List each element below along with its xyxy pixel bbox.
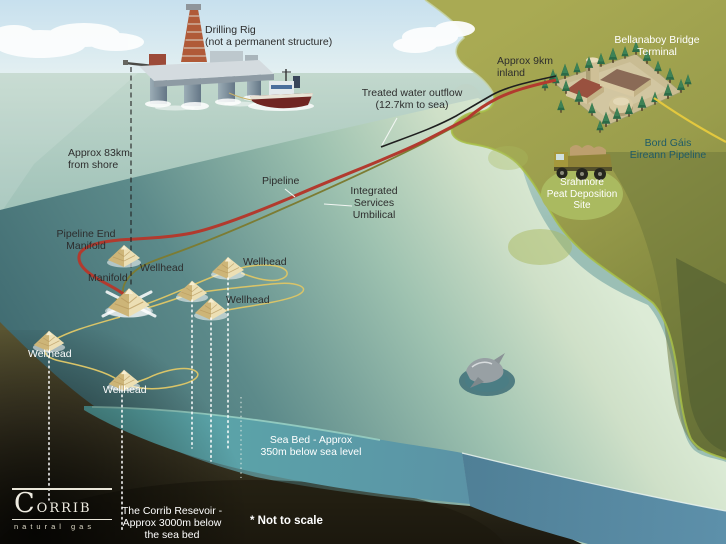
drilling-rig-label-line1: Drilling Rig [205,24,256,36]
pem-line2: Manifold [66,240,106,253]
pipeline-line [77,78,557,299]
derrick-tower [181,9,207,62]
wellhead-label-4: Wellhead [28,348,72,360]
seabed-horizon-line [461,452,726,512]
treated-water-line1: Treated water outflow [361,87,463,99]
umbilical-line2: Services [353,197,395,210]
wellhead-label-3-text: Wellhead [226,294,270,306]
dolphin [459,353,515,396]
manifold-label-text: Manifold [88,272,128,284]
supply-boat [228,69,314,111]
peat-site-label: Srahmore Peat Deposition Site [547,177,618,212]
terminal-label-line1: Bellanaboy Bridge [614,34,700,46]
logo-rule-bottom [12,519,112,520]
sea-bed-label: Sea Bed - Approx 350m below sea level [261,434,362,458]
distance-from-shore-label: Approx 83km from shore [68,147,130,171]
manifold-label: Manifold [88,272,128,284]
clouds-right [393,21,475,53]
wellhead-label-3: Wellhead [226,294,270,306]
reservoir-label: The Corrib Resevoir - Approx 3000m below… [122,505,222,541]
logo-tagline: natural gas [14,522,96,531]
sea-bed-line1: Sea Bed - Approx [269,434,353,446]
drilling-rig-label: Drilling Rig (not a permanent structure) [205,24,332,48]
inland-distance-label: Approx 9km inland [497,55,553,79]
drilling-rig-label-line2: (not a permanent structure) [205,36,333,49]
logo-rule-top [12,488,112,490]
bord-gais-line2: Eireann Pipeline [629,149,707,162]
terminal-building-long [600,69,651,91]
drilling-rig [139,4,274,111]
well-bore-dotted-lines [48,277,229,533]
dump-truck-icon [554,145,612,180]
terminal-building-red-roof [566,78,604,98]
corrib-logo: Corrib natural gas [12,488,112,531]
land-mass [425,0,726,459]
reservoir-line1: The Corrib Resevoir - [121,505,223,517]
crane-tip [123,60,128,65]
sea-light-band [0,73,138,214]
rig-deck [139,60,274,81]
pipeline-end-manifold-label: Pipeline End Manifold [57,228,116,252]
pipeline-label-text: Pipeline [262,175,300,187]
umbilical-line3: Umbilical [352,209,396,222]
manifold-structure [101,287,157,319]
peat-site-line1: Srahmore [560,177,604,188]
land-shade-2 [676,258,726,452]
corner-vignette [0,330,320,544]
pem-line1: Pipeline End [56,228,116,240]
wellhead-label-1: Wellhead [140,262,184,274]
logo-wordmark: Corrib [14,488,92,519]
peat-site-area [541,168,623,220]
terminal-label-line2: Terminal [637,46,677,59]
treated-water-outflow-line [380,75,557,148]
sea-bed-line2: 350m below sea level [260,446,362,459]
not-to-scale-text: * Not to scale [250,515,323,527]
peat-site-line3: Site [573,200,591,211]
distance-from-shore-line1: Approx 83km [68,147,130,159]
wellhead-label-5-text: Wellhead [103,384,147,396]
tow-line [228,92,253,101]
peat-site-line2: Peat Deposition [546,188,618,200]
deep-blue-band [462,453,726,544]
field-patch [508,229,572,265]
umbilical-line1: Integrated [350,185,398,197]
inland-line1: Approx 9km [497,55,554,67]
label-pointer-lines [284,117,398,207]
reservoir-line2: Approx 3000m below [122,517,222,530]
wellhead-label-2-text: Wellhead [243,256,287,268]
terminal-label: Bellanaboy Bridge Terminal [614,34,699,58]
bord-gais-pipeline-line [653,97,726,143]
pipeline-label: Pipeline [262,175,299,187]
treated-water-outflow-label: Treated water outflow (12.7km to sea) [362,87,463,111]
clouds [0,23,144,58]
field-patch-2 [488,146,528,170]
bord-gais-line1: Bord Gáis [644,137,692,149]
wellhead-label-4-text: Wellhead [28,348,72,360]
not-to-scale-note: * Not to scale [250,515,323,528]
treated-water-line2: (12.7km to sea) [375,99,449,112]
distance-from-shore-line2: from shore [68,159,119,172]
wellhead-label-5: Wellhead [103,384,147,396]
wellhead-label-2: Wellhead [243,256,287,268]
umbilical-line [115,112,481,301]
inland-line2: inland [497,67,526,80]
wellhead-label-1-text: Wellhead [140,262,184,274]
umbilical-label: Integrated Services Umbilical [350,185,397,221]
reservoir-line3: the sea bed [144,529,200,542]
bord-gais-label: Bord Gáis Eireann Pipeline [630,137,706,161]
